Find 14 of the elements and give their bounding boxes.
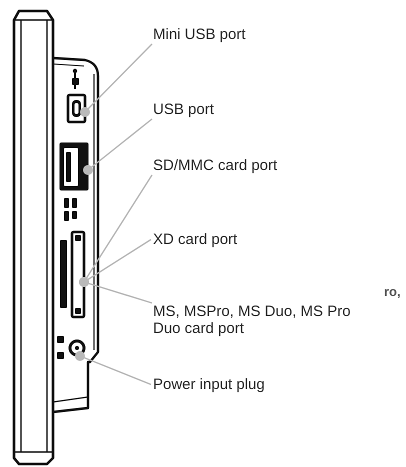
callout-label: SD/MMC card port bbox=[153, 156, 278, 175]
callout-label: Power input plug bbox=[153, 375, 265, 394]
leader-line bbox=[74, 351, 152, 386]
leader-line bbox=[80, 44, 152, 117]
card-slot bbox=[70, 230, 86, 318]
callout-label: USB port bbox=[153, 100, 214, 119]
mini-usb-port bbox=[66, 94, 86, 124]
leader-line bbox=[83, 118, 152, 175]
text-fragment: ro, bbox=[384, 284, 401, 299]
leader-line bbox=[79, 277, 152, 304]
callout-label: MS, MSPro, MS Duo, MS Pro Duo card port bbox=[153, 303, 368, 337]
callout-label: Mini USB port bbox=[153, 25, 246, 44]
callout-label: XD card port bbox=[153, 230, 238, 249]
usb-port bbox=[60, 142, 88, 190]
